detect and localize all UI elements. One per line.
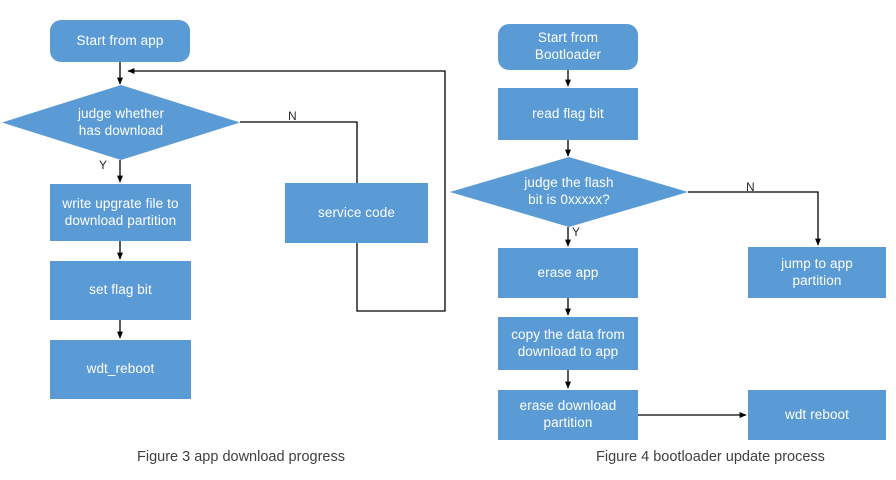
node-wdt-reboot-app[interactable]: wdt_reboot xyxy=(50,340,191,399)
node-wdt-reboot-bootloader[interactable]: wdt reboot xyxy=(748,390,886,440)
caption-figure-4: Figure 4 bootloader update process xyxy=(596,449,825,465)
node-start-from-app[interactable]: Start from app xyxy=(50,20,190,62)
edge-judgeflash-no-to-jumpapp xyxy=(688,191,821,246)
node-read-flag-bit[interactable]: read flag bit xyxy=(498,88,638,140)
node-service-code[interactable]: service code xyxy=(285,183,428,243)
edge-label-judgeflash-yes: Y xyxy=(572,225,581,239)
edge-judge-no-to-service xyxy=(240,121,358,183)
node-erase-download-partition[interactable]: erase download partition xyxy=(498,390,638,440)
node-set-flag-bit[interactable]: set flag bit xyxy=(50,261,191,320)
node-jump-to-app-partition[interactable]: jump to app partition xyxy=(748,247,886,298)
edge-label-judge-no: N xyxy=(288,109,297,123)
edge-label-judgeflash-no: N xyxy=(746,180,755,194)
node-start-from-bootloader[interactable]: Start from Bootloader xyxy=(498,24,638,70)
edge-label-judge-yes: Y xyxy=(99,158,108,172)
caption-figure-3: Figure 3 app download progress xyxy=(137,449,345,465)
node-erase-app[interactable]: erase app xyxy=(498,248,638,298)
node-label: judge the flash bit is 0xxxxx? xyxy=(524,175,614,207)
node-label: judge whether has download xyxy=(77,105,165,138)
node-judge-flash-bit[interactable]: judge the flash bit is 0xxxxx? xyxy=(450,157,688,227)
node-copy-data-download-to-app[interactable]: copy the data from download to app xyxy=(498,317,638,370)
node-write-upgrade-file[interactable]: write upgrate file to download partition xyxy=(50,184,191,241)
node-judge-whether-has-download[interactable]: judge whether has download xyxy=(2,85,240,160)
